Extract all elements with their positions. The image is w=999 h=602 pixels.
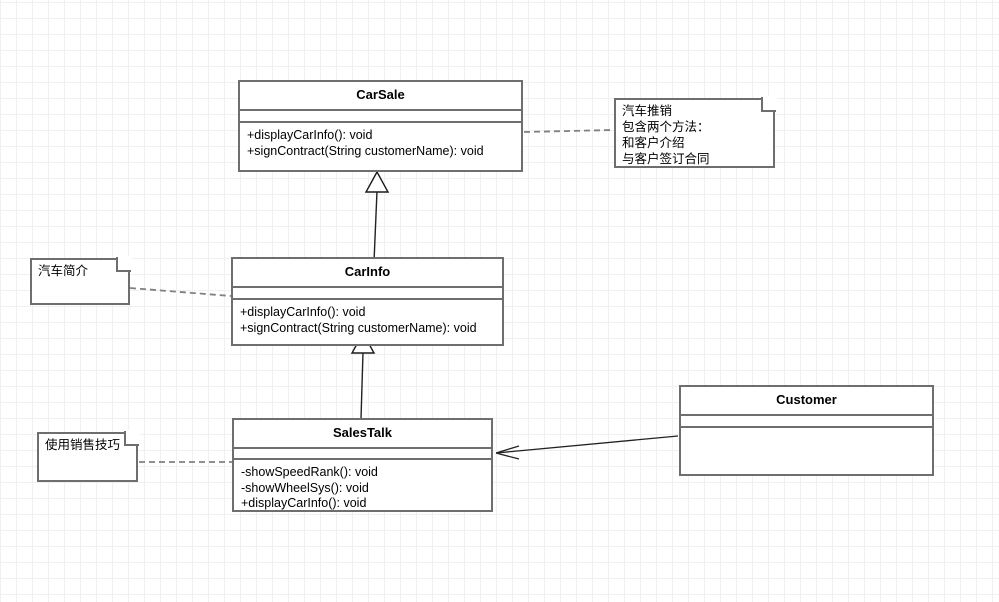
operation-item: +displayCarInfo(): void <box>241 496 367 510</box>
edge-customer-to-salestalk <box>495 435 679 460</box>
class-carsale[interactable]: CarSale +displayCarInfo(): void +signCon… <box>238 80 523 172</box>
note-carinfo-text: 汽车简介 <box>38 264 89 278</box>
class-carsale-name: CarSale <box>240 82 521 111</box>
note-fold-icon <box>124 431 139 446</box>
note-link-carinfo <box>129 287 232 297</box>
note-link-carsale <box>523 129 614 133</box>
class-salestalk-operations: -showSpeedRank(): void -showWheelSys(): … <box>234 460 491 518</box>
class-customer-name: Customer <box>681 387 932 416</box>
operation-item: -showSpeedRank(): void <box>241 465 378 479</box>
class-carinfo-operations: +displayCarInfo(): void +signContract(St… <box>233 300 502 342</box>
class-salestalk-name: SalesTalk <box>234 420 491 449</box>
class-carsale-operations: +displayCarInfo(): void +signContract(St… <box>240 123 521 165</box>
class-carinfo[interactable]: CarInfo +displayCarInfo(): void +signCon… <box>231 257 504 346</box>
note-carsale[interactable]: 汽车推销 包含两个方法： 和客户介绍 与客户签订合同 <box>614 96 777 168</box>
class-carinfo-attributes <box>233 288 502 300</box>
class-customer[interactable]: Customer <box>679 385 934 476</box>
class-salestalk[interactable]: SalesTalk -showSpeedRank(): void -showWh… <box>232 418 493 512</box>
note-salestalk-text: 使用销售技巧 <box>45 438 121 452</box>
class-salestalk-attributes <box>234 449 491 460</box>
note-border <box>30 258 130 305</box>
note-carsale-text: 汽车推销 包含两个方法： 和客户介绍 与客户签订合同 <box>622 104 710 166</box>
note-fold-icon <box>761 97 776 112</box>
note-border <box>37 432 138 482</box>
note-salestalk[interactable]: 使用销售技巧 <box>37 430 140 482</box>
operation-item: +displayCarInfo(): void <box>240 305 366 319</box>
class-customer-attributes <box>681 416 932 428</box>
note-carinfo[interactable]: 汽车简介 <box>30 256 132 305</box>
class-carinfo-name: CarInfo <box>233 259 502 288</box>
class-customer-operations <box>681 428 932 479</box>
class-carsale-attributes <box>240 111 521 123</box>
operation-item: +signContract(String customerName): void <box>240 320 477 335</box>
edge-carinfo-to-carsale <box>364 170 390 263</box>
note-border <box>614 98 775 168</box>
operation-item: +displayCarInfo(): void <box>247 128 373 142</box>
note-fold-icon <box>116 257 131 272</box>
operation-item: -showWheelSys(): void <box>241 480 369 495</box>
operation-item: +signContract(String customerName): void <box>247 143 484 158</box>
